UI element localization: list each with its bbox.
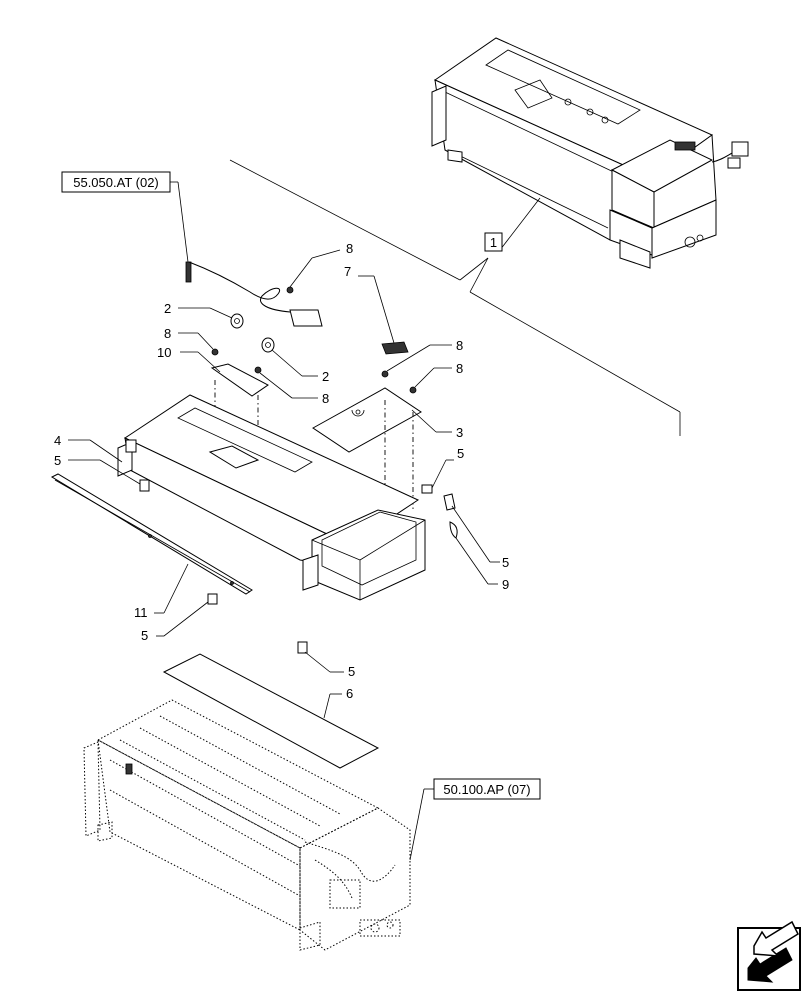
reference-top[interactable]: 55.050.AT (02) (61, 171, 189, 263)
callout-5-right-mid: 5 (451, 505, 509, 570)
callout-8-mid: 8 (259, 372, 329, 406)
part-7-label-plate (373, 275, 409, 355)
callout-8-right-1: 8 (386, 338, 463, 372)
callout-8-mid-label: 8 (322, 391, 329, 406)
screws-8 (211, 286, 417, 394)
callout-8-top: 8 (289, 241, 353, 288)
part-9-clip (449, 521, 458, 539)
reference-top-label[interactable]: 55.050.AT (02) (73, 175, 159, 190)
callout-10: 10 (157, 345, 221, 373)
assembly-bottom-reference (83, 699, 411, 951)
callout-2-right-label: 2 (322, 369, 329, 384)
part-2-clip-right (261, 337, 275, 353)
callout-8-top-label: 8 (346, 241, 353, 256)
callout-5-bottom-right: 5 (304, 651, 355, 679)
callout-5-bottom-right-label: 5 (348, 664, 355, 679)
callout-4-label: 4 (54, 433, 61, 448)
reference-bottom-label[interactable]: 50.100.AP (07) (443, 782, 530, 797)
callout-2-right: 2 (271, 349, 329, 384)
callout-4: 4 (54, 433, 123, 463)
arrow-down-left-icon[interactable] (737, 920, 801, 991)
callout-3: 3 (411, 409, 463, 440)
part-2-clip-left (230, 313, 244, 329)
callout-10-label: 10 (157, 345, 171, 360)
callout-5-right-mid-label: 5 (502, 555, 509, 570)
callout-7: 7 (344, 264, 374, 279)
part-10-plate (210, 363, 269, 397)
callout-1-box (484, 232, 503, 252)
assembly-top-housing (431, 37, 749, 269)
callout-5-right-top-label: 5 (457, 446, 464, 461)
callout-2-left: 2 (164, 301, 233, 319)
callout-8-right-1-label: 8 (456, 338, 463, 353)
callout-8-left-label: 8 (164, 326, 171, 341)
callout-1: 1 (229, 159, 681, 436)
callout-5-right-top: 5 (431, 446, 464, 489)
callout-5-bottom-left-label: 5 (141, 628, 148, 643)
callout-8-left: 8 (164, 326, 214, 350)
callout-6: 6 (323, 686, 353, 719)
reference-bottom[interactable]: 50.100.AP (07) (409, 778, 541, 861)
callout-8-right-2-label: 8 (456, 361, 463, 376)
callout-3-label: 3 (456, 425, 463, 440)
callout-9: 9 (455, 537, 509, 592)
part-3-cover (312, 387, 422, 453)
callout-8-right-2: 8 (414, 361, 463, 388)
wire-harness (185, 261, 323, 327)
callout-6-label: 6 (346, 686, 353, 701)
callout-7-label: 7 (344, 264, 351, 279)
callout-11: 11 (134, 563, 189, 620)
main-tray (117, 394, 426, 601)
callout-5-left-label: 5 (54, 453, 61, 468)
callout-5-bottom-left: 5 (141, 601, 209, 643)
clips-5 (139, 479, 456, 654)
part-11-strip (50, 473, 253, 595)
callout-9-label: 9 (502, 577, 509, 592)
callout-11-label: 11 (134, 605, 148, 620)
callout-1-label: 1 (490, 235, 497, 250)
callout-2-left-label: 2 (164, 301, 171, 316)
callout-5-left: 5 (54, 453, 141, 485)
part-6-sheet (162, 653, 380, 769)
